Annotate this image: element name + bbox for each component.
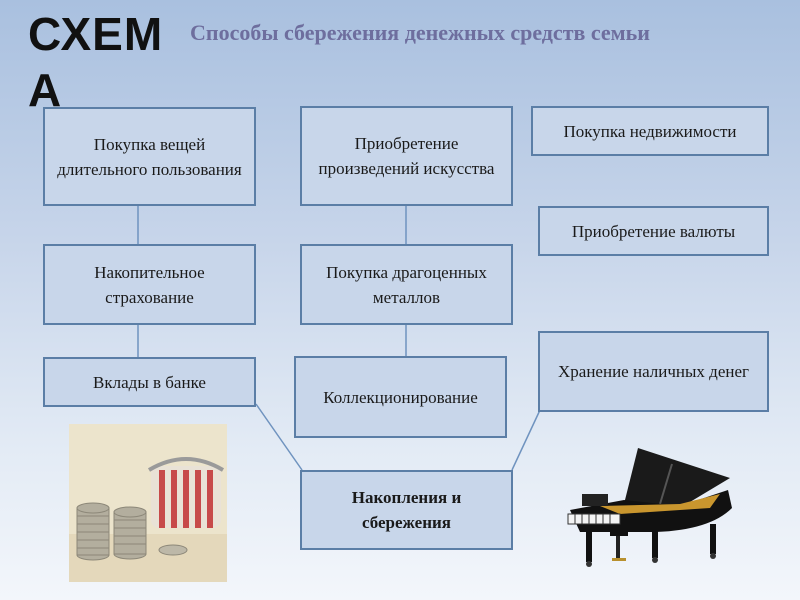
box-collecting: Коллекционирование: [294, 356, 507, 438]
box-art: Приобретение произведений искусства: [300, 106, 513, 206]
box-durable-goods: Покупка вещей длительного пользования: [43, 107, 256, 206]
grand-piano-image: [567, 448, 732, 567]
box-savings: Накопления и сбережения: [300, 470, 513, 550]
box-real-estate: Покупка недвижимости: [531, 106, 769, 156]
box-precious-metals: Покупка драгоценных металлов: [300, 244, 513, 325]
box-insurance: Накопительное страхование: [43, 244, 256, 325]
slide-title: Способы сбережения денежных средств семь…: [190, 20, 650, 45]
coins-wallet-image: [69, 424, 227, 582]
box-currency: Приобретение валюты: [538, 206, 769, 256]
connector-deposits-savings: [255, 403, 303, 471]
connector-cash-savings: [511, 409, 541, 471]
box-bank-deposits: Вклады в банке: [43, 357, 256, 407]
slide-label: СХЕМА: [28, 8, 164, 116]
box-cash: Хранение наличных денег: [538, 331, 769, 412]
